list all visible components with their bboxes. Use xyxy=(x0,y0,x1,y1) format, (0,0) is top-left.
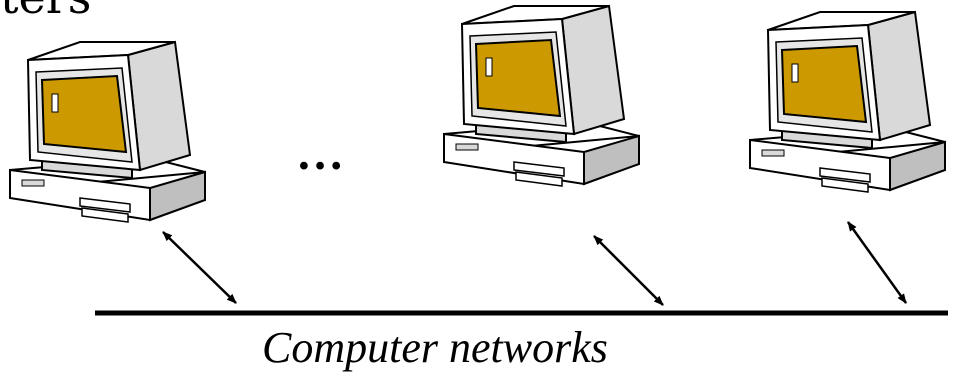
connector-arrow-3 xyxy=(846,221,908,304)
diagram-caption: Computer networks xyxy=(262,323,608,372)
computer-3-icon xyxy=(749,11,946,193)
connector-arrow-2 xyxy=(593,235,664,306)
computer-2-icon xyxy=(443,5,640,187)
more-computers-ellipsis: … xyxy=(296,127,348,180)
computer-1-icon xyxy=(9,41,206,223)
partial-title-text: ters xyxy=(0,0,91,20)
connector-arrow-1 xyxy=(162,231,237,304)
